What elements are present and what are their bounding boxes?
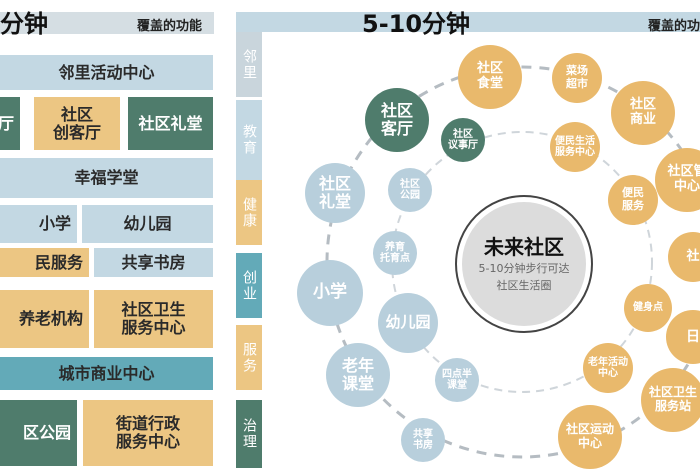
function-cell: 社区礼堂 [128,97,213,150]
function-cell: 邻里活动中心 [0,55,213,90]
facility-circle: 社区 公园 [388,168,432,212]
facility-circle: 社区 议事厅 [441,118,485,162]
right-header-bar [236,12,700,32]
category-4: 服务 [236,325,262,390]
left-subtitle: 覆盖的功能 [137,19,203,34]
facility-circle: 便民生活 服务中心 [550,122,600,172]
facility-circle: 社区管 中心 [655,148,700,212]
center-line2: 社区生活圈 [496,278,552,292]
function-cell: 共享书房 [94,248,213,277]
category-5: 治理 [236,400,262,468]
left-title: 分钟 [0,10,48,38]
facility-circle: 老年 课堂 [326,343,390,407]
facility-circle: 社区运动 中心 [558,405,622,469]
facility-circle: 社区 客厅 [365,88,429,152]
function-cell: 街道行政 服务中心 [83,400,213,466]
facility-circle: 菜场 超市 [552,53,602,103]
facility-circle: 社区 食堂 [458,45,522,109]
function-cell: 社区 创客厅 [34,97,120,150]
center-circle: 未来社区 5-10分钟步行可达 社区生活圈 [455,195,593,333]
category-0: 邻里 [236,32,262,97]
category-3: 创业 [236,253,262,318]
function-cell: 幸福学堂 [0,158,213,198]
right-title: 5-10分钟 [362,10,471,38]
facility-circle: 养育 托育点 [373,231,417,275]
function-cell: 幼儿园 [82,205,213,243]
facility-circle: 四点半 课堂 [435,358,479,402]
function-cell: 城市商业中心 [0,357,213,390]
facility-circle: 共享 书房 [401,418,445,462]
category-2: 健康 [236,180,262,245]
facility-circle: 健身点 [624,284,672,332]
function-cell: 民服务 [0,248,89,277]
facility-circle: 便民 服务 [608,175,658,225]
function-cell: 客厅 [0,97,20,150]
facility-circle: 社区 礼堂 [305,163,365,223]
center-line1: 5-10分钟步行可达 [478,261,570,275]
function-cell: 区公园 [0,400,77,466]
function-cell: 社区卫生 服务中心 [94,290,213,348]
category-1: 教育 [236,100,262,180]
facility-circle: 社区卫生 服务站 [641,368,700,432]
facility-circle: 社区 商业 [611,81,675,145]
facility-circle: 老年活动 中心 [583,343,633,393]
left-header-bar [0,12,214,34]
facility-circle: 幼儿园 [378,293,438,353]
facility-circle: 小学 [297,260,363,326]
center-title: 未来社区 [484,234,564,259]
right-subtitle: 覆盖的功 [648,19,700,34]
function-cell: 小学 [0,205,77,243]
function-cell: 养老机构 [0,290,89,348]
